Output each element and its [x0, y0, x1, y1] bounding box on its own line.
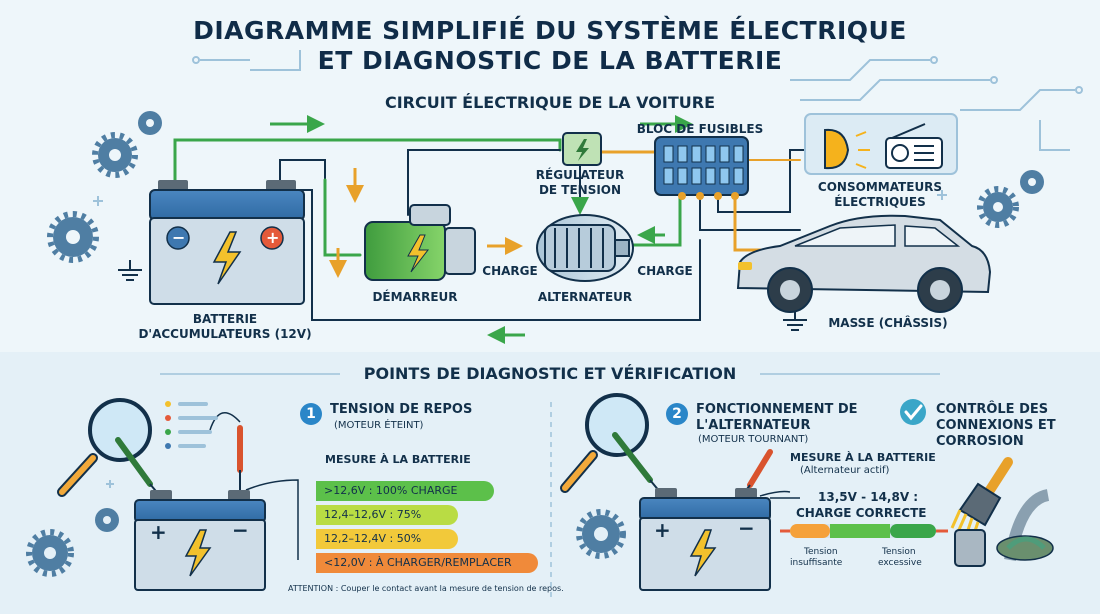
fuse-box	[654, 136, 749, 200]
battery-minus-sign: −	[172, 228, 186, 247]
car-battery	[149, 180, 305, 305]
multimeter-probes	[115, 412, 299, 560]
voltage-level-75: 12,4–12,6V : 75%	[316, 505, 458, 525]
point2-status: CHARGE CORRECTE	[796, 506, 927, 520]
point2-measure-line-1: MESURE À LA BATTERIE	[790, 451, 936, 464]
point2-subtitle: (MOTEUR TOURNANT)	[698, 434, 809, 445]
check-circle-icon	[900, 399, 926, 425]
consumers-label-line-1: CONSOMMATEURS	[817, 180, 943, 194]
checklist-decor	[165, 401, 218, 449]
step-number-1: 1	[300, 403, 322, 425]
battery-plus-sign: +	[654, 518, 671, 542]
regulator-label-line-2: DE TENSION	[538, 183, 622, 197]
point2-high-line-2: excessive	[878, 558, 922, 568]
wiring	[173, 138, 816, 321]
page-title-line-2: ET DIAGNOSTIC DE LA BATTERIE	[317, 46, 783, 75]
ground-symbol	[118, 260, 807, 331]
page-title-line-1: DIAGRAMME SIMPLIFIÉ DU SYSTÈME ÉLECTRIQU…	[193, 16, 907, 45]
voltage-level-50: 12,2–12,4V : 50%	[316, 529, 458, 549]
decor-circuit-lines	[192, 50, 1083, 151]
battery-diagnostic-1	[134, 490, 266, 591]
point1-subtitle: (MOTEUR ÉTEINT)	[334, 420, 424, 431]
point3-title-line-1: CONTRÔLE DES	[936, 402, 1049, 417]
multimeter-probes	[612, 432, 800, 499]
battery-minus-sign: −	[232, 518, 249, 542]
point3-title-line-2: CONNEXIONS ET	[936, 418, 1056, 433]
alternator-label: ALTERNATEUR	[537, 290, 633, 304]
fuse-box-label: BLOC DE FUSIBLES	[636, 122, 764, 136]
brush-icon	[950, 457, 1013, 541]
point2-low-line-2: insuffisante	[790, 558, 843, 568]
car-illustration	[736, 214, 992, 313]
starter-motor	[364, 204, 476, 281]
gear-icon	[32, 111, 1044, 571]
battery-plus-sign: +	[150, 520, 167, 544]
magnifier-icon	[560, 393, 649, 493]
charge-label-left: CHARGE	[482, 264, 538, 278]
point1-title: TENSION DE REPOS	[330, 402, 473, 417]
ground-label: MASSE (CHÂSSIS)	[828, 316, 948, 330]
battery-minus-sign: −	[738, 516, 755, 540]
point2-high-line-1: Tension	[882, 547, 916, 557]
battery-plus-sign: +	[266, 228, 280, 247]
voltage-level-low: <12,0V : À CHARGER/REMPLACER	[316, 553, 538, 573]
point2-voltage-range: 13,5V - 14,8V :	[818, 490, 919, 504]
voltage-level-100: >12,6V : 100% CHARGE	[316, 481, 494, 501]
magnifier-icon	[57, 398, 152, 497]
point1-measure: MESURE À LA BATTERIE	[325, 453, 471, 466]
consumers-box	[804, 113, 958, 175]
voltage-regulator	[562, 132, 602, 166]
point3-title-line-3: CORROSION	[936, 434, 1024, 449]
voltage-range-bar	[780, 524, 948, 538]
starter-label: DÉMARREUR	[372, 290, 458, 304]
alternator	[536, 214, 634, 282]
consumers-label-line-2: ÉLECTRIQUES	[834, 195, 926, 209]
circuit-heading: CIRCUIT ÉLECTRIQUE DE LA VOITURE	[384, 93, 715, 112]
flow-arrows	[270, 115, 693, 344]
point2-low-line-1: Tension	[804, 547, 838, 557]
battery-diagnostic-2	[639, 488, 771, 591]
warning-note: ATTENTION : Couper le contact avant la m…	[288, 584, 564, 593]
point2-title-line-1: FONCTIONNEMENT DE	[696, 402, 858, 417]
battery-terminal	[954, 489, 1054, 567]
step-number-2: 2	[666, 403, 688, 425]
charge-label-right: CHARGE	[637, 264, 693, 278]
point2-title-line-2: L'ALTERNATEUR	[696, 418, 811, 433]
battery-label-line-1: BATTERIE	[192, 312, 258, 326]
diagnostic-heading: POINTS DE DIAGNOSTIC ET VÉRIFICATION	[363, 364, 737, 383]
point2-measure-line-2: (Alternateur actif)	[800, 465, 890, 476]
battery-label-line-2: D'ACCUMULATEURS (12V)	[138, 327, 312, 341]
regulator-label-line-1: RÉGULATEUR	[535, 168, 625, 182]
